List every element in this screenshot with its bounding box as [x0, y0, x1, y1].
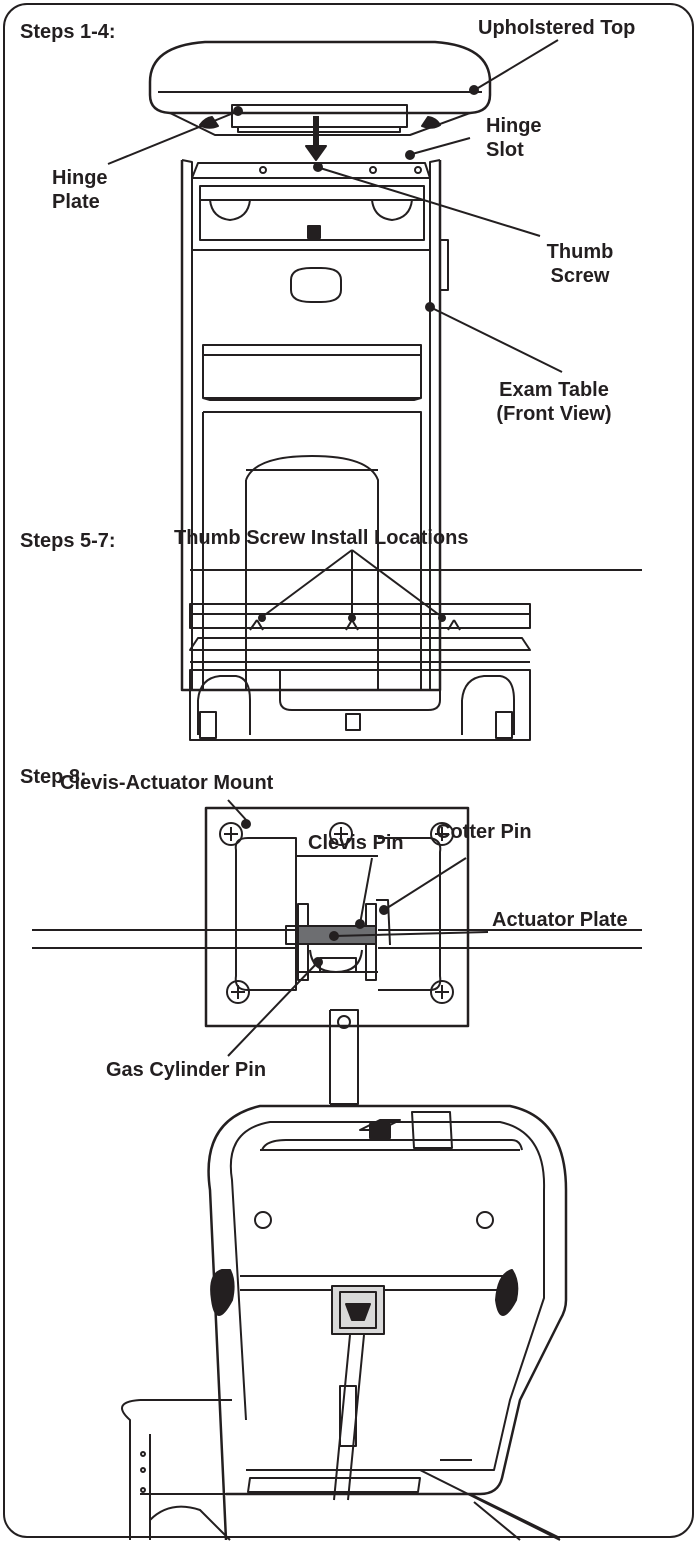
thumb-screw-detail	[189, 569, 642, 741]
label-hinge-slot: Hinge Slot	[486, 115, 542, 161]
leader-lines	[107, 39, 563, 1057]
insert-arrow	[305, 116, 327, 161]
label-gas-cylinder-pin: Gas Cylinder Pin	[106, 1059, 267, 1081]
upholstered-top-drawing	[148, 40, 492, 136]
label-clevis-actuator-mount: Clevis-Actuator Mount	[60, 772, 274, 794]
label-thumb-screw-install-locations: Thumb Screw Install Locations	[174, 527, 469, 549]
label-thumb-screw: Thumb Screw	[546, 241, 614, 287]
section-step-8: Step 8:	[20, 766, 87, 788]
section-steps-1-4: Steps 1-4:	[20, 21, 116, 43]
label-clevis-pin: Clevis Pin	[308, 832, 404, 854]
section-steps-5-7: Steps 5-7:	[20, 530, 116, 552]
label-upholstered-top: Upholstered Top	[478, 17, 636, 39]
exam-table-front-view	[180, 159, 449, 692]
label-exam-table: Exam Table (Front View)	[496, 379, 612, 425]
label-actuator-plate: Actuator Plate	[492, 909, 628, 931]
page-frame	[3, 3, 694, 1538]
label-hinge-plate: Hinge Plate	[52, 167, 108, 213]
clevis-mount-detail	[32, 806, 642, 1105]
leader-dots	[233, 85, 479, 967]
exam-table-raised-view	[121, 1104, 568, 1541]
label-cotter-pin: Cotter Pin	[436, 821, 532, 843]
